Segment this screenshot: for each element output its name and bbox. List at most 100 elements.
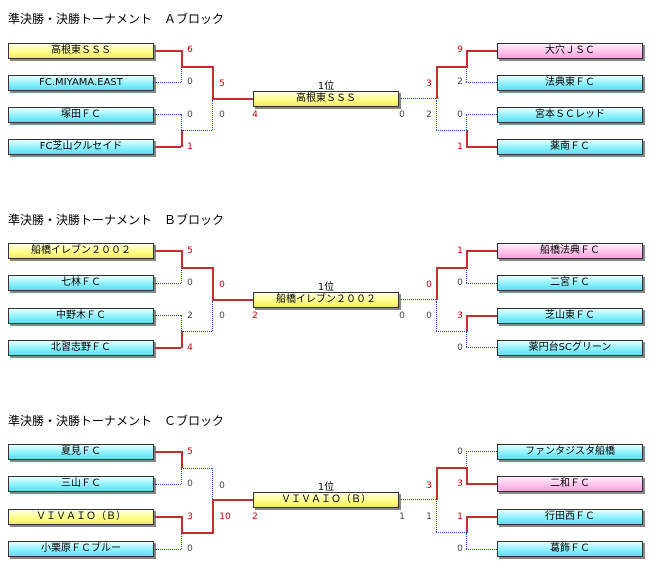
bracket-line-winner (181, 66, 212, 68)
bracket-line-winner (212, 66, 214, 99)
team-box[interactable]: 薬南ＦＣ (497, 139, 643, 155)
bracket-line-winner (466, 315, 468, 332)
score: 0 (219, 280, 225, 290)
score: 0 (457, 278, 463, 288)
bracket-line-loser (181, 331, 212, 332)
team-box[interactable]: 芝山東ＦＣ (497, 308, 643, 324)
bracket-line-winner (155, 347, 181, 349)
team-box[interactable]: 行田西ＦＣ (497, 509, 643, 525)
score: 0 (457, 110, 463, 120)
team-box[interactable]: 夏見ＦＣ (8, 444, 154, 460)
bracket-line-winner (155, 50, 181, 52)
bracket-line-winner (436, 66, 468, 68)
bracket-line-winner (436, 267, 438, 300)
champion-box[interactable]: ＶＩＶＡＩＯ（Ｂ） (253, 492, 399, 508)
bracket-line-loser (466, 347, 497, 348)
bracket-line-winner (466, 250, 497, 252)
bracket-line-winner (181, 50, 183, 66)
bracket-line-loser (401, 299, 436, 300)
score: 2 (252, 311, 258, 321)
score: 6 (187, 45, 193, 55)
team-box[interactable]: 葛飾ＦＣ (497, 541, 643, 557)
bracket-line-winner (181, 130, 183, 147)
team-box[interactable]: 北習志野ＦＣ (8, 340, 154, 356)
team-box[interactable]: 薬円台SCグリーン (497, 340, 643, 356)
bracket-line-loser (436, 331, 467, 332)
bracket-line-loser (155, 549, 181, 550)
bracket-line-loser (155, 283, 181, 284)
bracket-line-winner (181, 451, 183, 468)
team-box[interactable]: 七林ＦＣ (8, 275, 154, 291)
champion-box[interactable]: 船橋イレブン２００２ (253, 292, 399, 308)
bracket-line-winner (181, 267, 212, 269)
bracket-line-loser (181, 468, 182, 484)
bracket-line-winner (212, 267, 214, 300)
score: 3 (426, 79, 432, 89)
score: 3 (187, 512, 193, 522)
team-box[interactable]: 小栗原ＦＣブルー (8, 541, 154, 557)
bracket-line-loser (181, 468, 212, 469)
score: 0 (457, 544, 463, 554)
score: 1 (187, 142, 193, 152)
bracket-line-loser (436, 301, 437, 331)
score: 1 (426, 512, 432, 522)
bracket-line-loser (466, 451, 467, 468)
bracket-line-winner (181, 516, 183, 533)
team-box[interactable]: 三山ＦＣ (8, 476, 154, 492)
score: 4 (187, 343, 193, 353)
score: 10 (219, 512, 231, 522)
team-box[interactable]: 高根東ＳＳＳ (8, 43, 154, 59)
bracket-line-loser (181, 114, 182, 130)
score: 0 (187, 278, 193, 288)
team-box[interactable]: ファンタジスタ船橋 (497, 444, 643, 460)
bracket-line-loser (436, 130, 467, 131)
bracket-line-loser (181, 130, 212, 131)
score: 5 (219, 79, 225, 89)
score: 0 (426, 311, 432, 321)
team-box[interactable]: 中野木ＦＣ (8, 308, 154, 324)
bracket-line-loser (466, 66, 467, 82)
bracket-line-loser (181, 533, 182, 549)
team-box[interactable]: FC.MIYAMA.EAST (8, 75, 154, 91)
bracket-line-loser (466, 114, 497, 115)
team-box[interactable]: 船橋法典ＦＣ (497, 243, 643, 259)
team-box[interactable]: 二宮ＦＣ (497, 275, 643, 291)
team-box[interactable]: 宮本ＳＣレッド (497, 107, 643, 123)
bracket-line-winner (155, 250, 181, 252)
bracket-line-loser (466, 331, 467, 347)
team-box[interactable]: 船橋イレブン２００２ (8, 243, 154, 259)
bracket-line-winner (436, 66, 438, 99)
bracket-line-loser (212, 301, 213, 331)
score: 0 (426, 280, 432, 290)
team-box[interactable]: FC芝山クルセイド (8, 139, 154, 155)
team-box[interactable]: 大穴ＪＳＣ (497, 43, 643, 59)
bracket-line-loser (181, 66, 182, 82)
team-box[interactable]: 塚田ＦＣ (8, 107, 154, 123)
bracket-line-winner (212, 98, 253, 100)
bracket-line-winner (436, 267, 468, 269)
bracket-line-loser (466, 549, 497, 550)
champion-box[interactable]: 高根東ＳＳＳ (253, 91, 399, 107)
team-box[interactable]: 法典東ＦＣ (497, 75, 643, 91)
bracket-line-loser (436, 532, 467, 533)
score: 0 (187, 110, 193, 120)
team-box[interactable]: 二和ＦＣ (497, 476, 643, 492)
rank-label: 1位 (317, 482, 335, 493)
bracket-line-winner (436, 467, 438, 500)
score: 0 (187, 77, 193, 87)
bracket-line-loser (466, 267, 467, 283)
score: 1 (457, 246, 463, 256)
rank-label: 1位 (317, 282, 335, 293)
score: 1 (457, 142, 463, 152)
score: 0 (457, 447, 463, 457)
bracket-line-winner (155, 451, 181, 453)
score: 3 (457, 311, 463, 321)
score: 0 (219, 481, 225, 491)
bracket-line-winner (466, 130, 468, 147)
bracket-line-winner (181, 250, 183, 267)
bracket-line-loser (212, 100, 213, 130)
bracket-line-winner (212, 299, 253, 301)
score: 0 (219, 110, 225, 120)
bracket-line-loser (181, 267, 182, 283)
team-box[interactable]: ＶＩＶＡＩＯ（Ｂ） (8, 509, 154, 525)
